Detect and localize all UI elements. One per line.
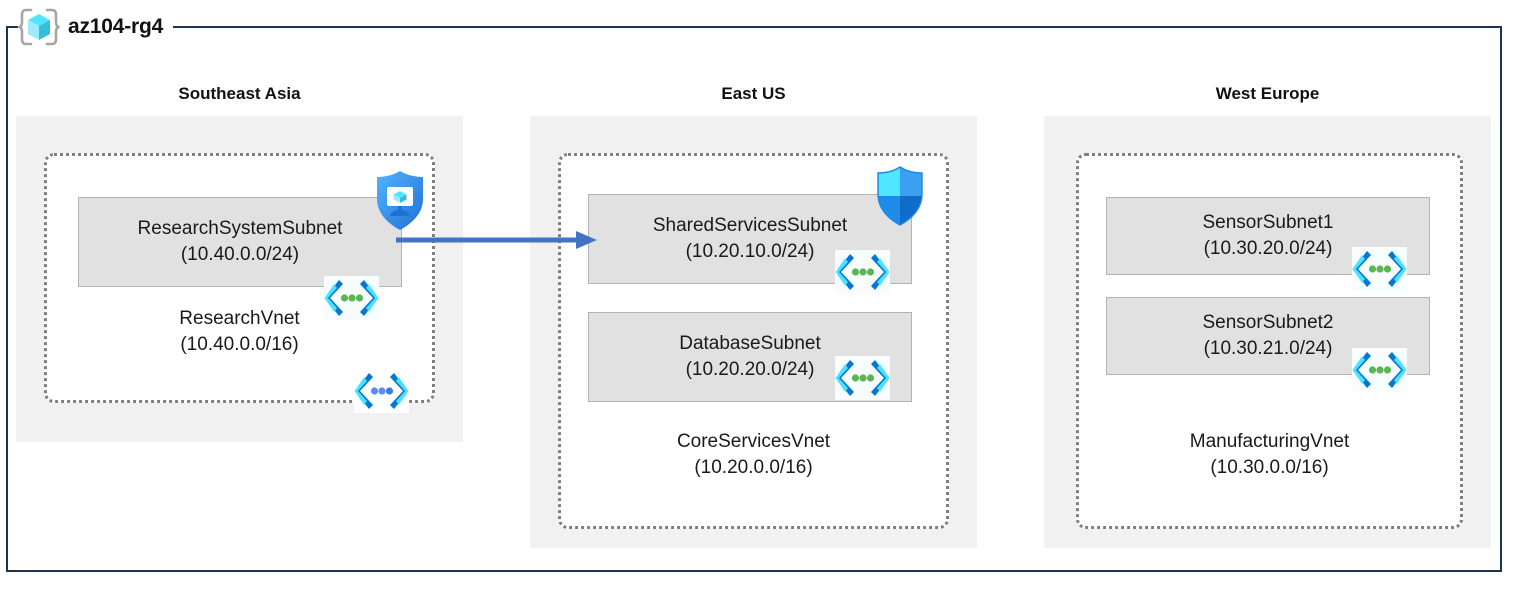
region-label-west-europe: West Europe bbox=[1215, 84, 1320, 103]
bastion-icon bbox=[373, 170, 427, 232]
resource-group-icon bbox=[18, 7, 60, 47]
region-east-us: East US CoreServicesVnet (10.20.0.0/16) … bbox=[530, 84, 977, 549]
vnet-caption-coreservicesvnet: CoreServicesVnet (10.20.0.0/16) bbox=[676, 431, 831, 478]
peering-arrow-research-to-shared[interactable] bbox=[396, 228, 598, 257]
subnet-researchsystemsubnet[interactable]: ResearchSystemSubnet (10.40.0.0/24) bbox=[78, 197, 402, 287]
subnet-icon-sharedservicessubnet bbox=[835, 250, 890, 294]
subnet-icon-databasesubnet bbox=[835, 356, 890, 400]
region-label-southeast-asia: Southeast Asia bbox=[178, 84, 301, 103]
subnet-label-sensorsubnet1: SensorSubnet1 (10.30.20.0/24) bbox=[1202, 212, 1334, 259]
firewall-shield-icon bbox=[874, 166, 926, 226]
vnet-caption-researchvnet: ResearchVnet (10.40.0.0/16) bbox=[179, 308, 300, 355]
resource-group-header: az104-rg4 bbox=[18, 7, 174, 47]
resource-group-frame bbox=[6, 26, 1502, 572]
subnet-label-databasesubnet: DatabaseSubnet (10.20.20.0/24) bbox=[679, 333, 821, 380]
subnet-label-researchsystemsubnet: ResearchSystemSubnet (10.40.0.0/24) bbox=[137, 218, 343, 265]
subnet-icon-sensorsubnet1 bbox=[1352, 247, 1407, 291]
region-west-europe: West Europe ManufacturingVnet (10.30.0.0… bbox=[1044, 84, 1491, 549]
subnet-label-sensorsubnet2: SensorSubnet2 (10.30.21.0/24) bbox=[1202, 312, 1334, 359]
vnet-caption-manufacturingvnet: ManufacturingVnet (10.30.0.0/16) bbox=[1189, 431, 1350, 478]
subnet-label-sharedservicessubnet: SharedServicesSubnet (10.20.10.0/24) bbox=[652, 215, 848, 262]
subnet-icon-researchsystemsubnet bbox=[324, 276, 379, 320]
region-label-east-us: East US bbox=[721, 84, 786, 103]
subnet-icon-sensorsubnet2 bbox=[1352, 348, 1407, 392]
resource-group-name: az104-rg4 bbox=[68, 15, 164, 38]
vnet-icon-researchvnet bbox=[354, 369, 409, 413]
